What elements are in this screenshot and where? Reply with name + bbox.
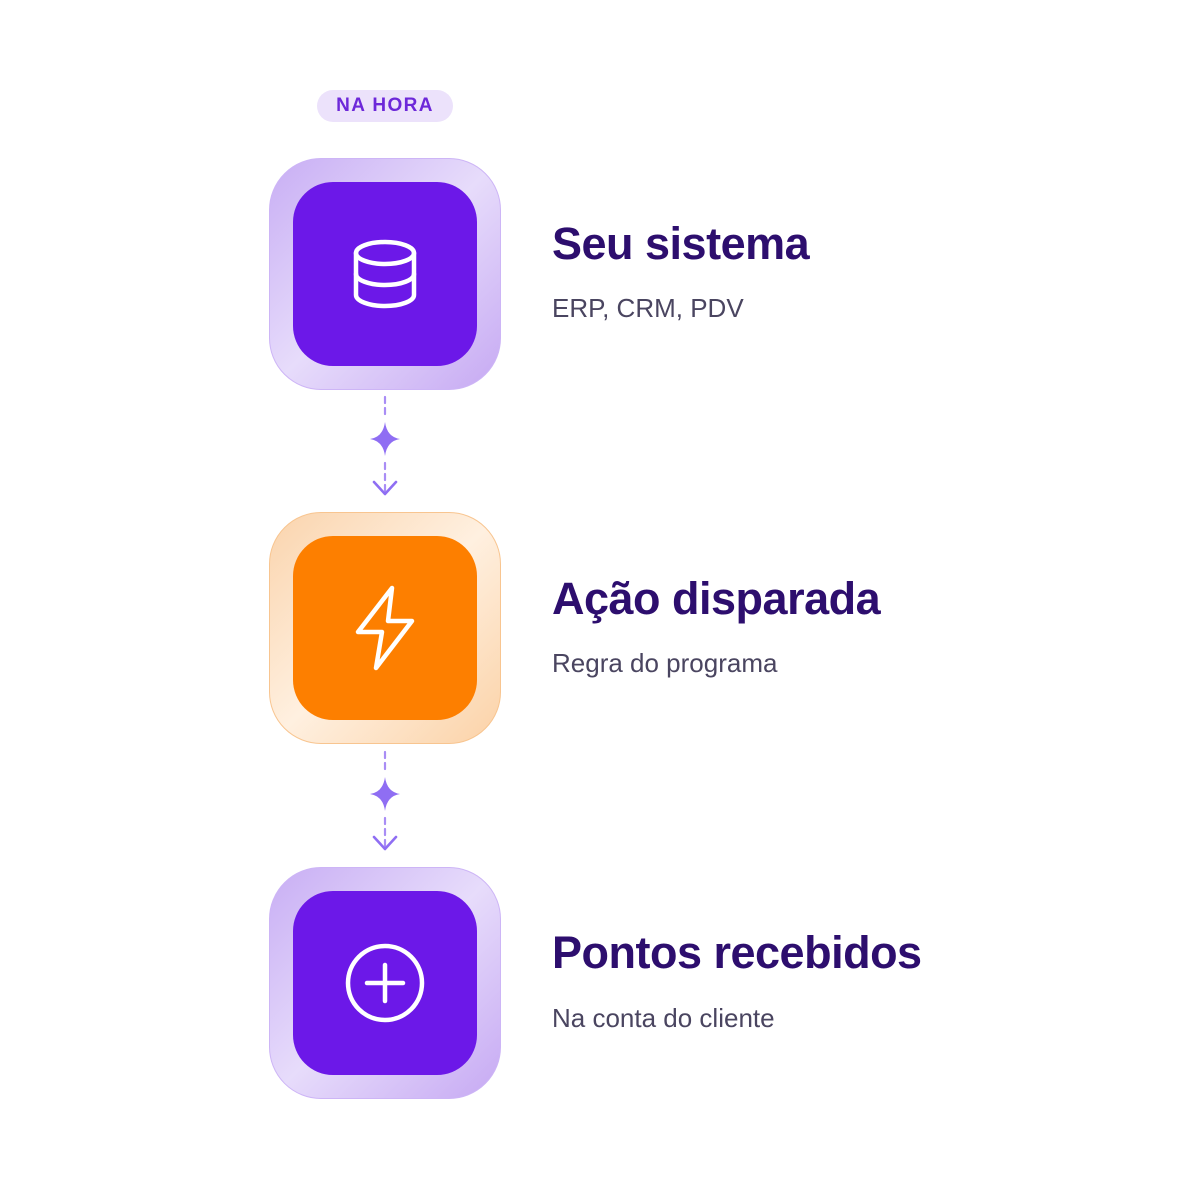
step-1-tile-inner (293, 182, 477, 366)
step-2-subtitle: Regra do programa (552, 648, 778, 678)
step-2-tile (269, 512, 501, 744)
step-3-tile (269, 867, 501, 1099)
flow-connector (370, 750, 400, 851)
flow-connector (370, 395, 400, 496)
database-icon (353, 239, 417, 309)
step-1-title: Seu sistema (552, 218, 810, 269)
step-3-tile-inner (293, 891, 477, 1075)
step-3-title: Pontos recebidos (552, 927, 922, 978)
step-2-tile-inner (293, 536, 477, 720)
status-badge: NA HORA (317, 90, 453, 122)
step-1-subtitle: ERP, CRM, PDV (552, 293, 744, 323)
lightning-icon (355, 585, 415, 671)
plus-circle-icon (345, 943, 425, 1023)
step-3-subtitle: Na conta do cliente (552, 1003, 775, 1033)
step-2-title: Ação disparada (552, 573, 881, 624)
step-1-tile (269, 158, 501, 390)
